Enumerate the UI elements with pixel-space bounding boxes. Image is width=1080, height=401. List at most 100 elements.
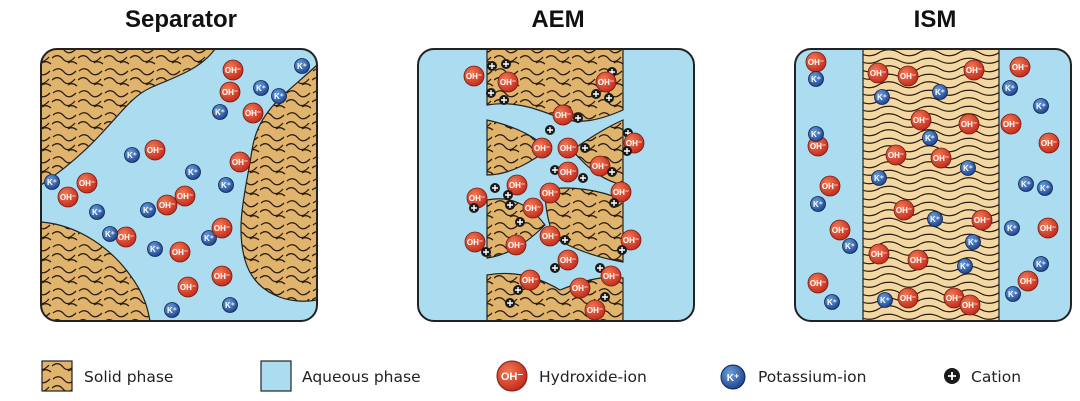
- potassium-ion-icon: K⁺: [960, 160, 976, 176]
- panel-title-separator: Separator: [124, 6, 238, 33]
- svg-text:OH⁻: OH⁻: [222, 88, 238, 97]
- cation-icon: [499, 95, 509, 105]
- cation-icon: [550, 165, 560, 175]
- potassium-ion-icon: K⁺: [164, 302, 180, 318]
- hydroxide-ion-icon: OH⁻: [222, 59, 244, 81]
- potassium-ion-icon: K⁺: [89, 204, 105, 220]
- svg-text:K⁺: K⁺: [215, 108, 225, 117]
- svg-text:OH⁻: OH⁻: [1003, 120, 1019, 129]
- svg-text:OH⁻: OH⁻: [946, 294, 962, 303]
- svg-text:K⁺: K⁺: [1005, 84, 1015, 93]
- svg-text:K⁺: K⁺: [1040, 184, 1050, 193]
- svg-text:OH⁻: OH⁻: [469, 194, 485, 203]
- hydroxide-ion-icon: OH⁻: [115, 226, 137, 248]
- cation-icon: [617, 245, 627, 255]
- cation-icon: [481, 247, 491, 257]
- svg-text:OH⁻: OH⁻: [560, 256, 576, 265]
- hydroxide-ion-icon: OH⁻: [557, 249, 579, 271]
- legend-solid-phase-icon: [41, 360, 73, 392]
- svg-text:K⁺: K⁺: [930, 215, 940, 224]
- svg-text:OH⁻: OH⁻: [500, 78, 516, 87]
- hydroxide-ion-icon: OH⁻: [963, 59, 985, 81]
- potassium-ion-icon: K⁺: [1033, 256, 1049, 272]
- svg-text:K⁺: K⁺: [47, 178, 57, 187]
- hydroxide-ion-icon: OH⁻: [807, 272, 829, 294]
- cation-icon: [580, 143, 590, 153]
- legend-hydroxide-symbol: OH⁻: [501, 371, 524, 383]
- potassium-ion-icon: K⁺: [147, 241, 163, 257]
- hydroxide-ion-icon: OH⁻: [522, 197, 544, 219]
- panel-title-ism: ISM: [913, 6, 957, 33]
- potassium-ion-icon: K⁺: [877, 292, 893, 308]
- potassium-ion-icon: K⁺: [927, 211, 943, 227]
- svg-text:OH⁻: OH⁻: [808, 58, 824, 67]
- svg-text:OH⁻: OH⁻: [810, 142, 826, 151]
- svg-text:K⁺: K⁺: [874, 174, 884, 183]
- svg-text:OH⁻: OH⁻: [180, 283, 196, 292]
- svg-text:K⁺: K⁺: [221, 181, 231, 190]
- potassium-ion-icon: K⁺: [808, 71, 824, 87]
- hydroxide-ion-icon: OH⁻: [211, 265, 233, 287]
- cation-icon: [607, 167, 617, 177]
- svg-text:OH⁻: OH⁻: [542, 232, 558, 241]
- svg-text:OH⁻: OH⁻: [871, 250, 887, 259]
- hydroxide-ion-icon: OH⁻: [620, 229, 642, 251]
- svg-text:OH⁻: OH⁻: [534, 144, 550, 153]
- svg-text:OH⁻: OH⁻: [613, 188, 629, 197]
- hydroxide-ion-icon: OH⁻: [1009, 56, 1031, 78]
- hydroxide-ion-icon: OH⁻: [174, 185, 196, 207]
- svg-text:OH⁻: OH⁻: [1012, 63, 1028, 72]
- panel-frame: [417, 48, 695, 322]
- svg-text:OH⁻: OH⁻: [214, 224, 230, 233]
- svg-text:K⁺: K⁺: [811, 130, 821, 139]
- cation-icon: [503, 190, 513, 200]
- svg-text:OH⁻: OH⁻: [60, 193, 76, 202]
- potassium-ion-icon: K⁺: [218, 177, 234, 193]
- hydroxide-ion-icon: OH⁻: [557, 161, 579, 183]
- hydroxide-ion-icon: OH⁻: [910, 109, 932, 131]
- hydroxide-ion-icon: OH⁻: [971, 209, 993, 231]
- svg-text:OH⁻: OH⁻: [572, 284, 588, 293]
- svg-text:K⁺: K⁺: [1036, 102, 1046, 111]
- separator-panel: OH⁻K⁺K⁺OH⁻K⁺OH⁻K⁺OH⁻K⁺OH⁻K⁺OH⁻OH⁻K⁺OH⁻K⁺…: [40, 48, 318, 322]
- hydroxide-ion-icon: OH⁻: [464, 231, 486, 253]
- svg-text:OH⁻: OH⁻: [555, 111, 571, 120]
- svg-text:OH⁻: OH⁻: [896, 206, 912, 215]
- potassium-ion-icon: K⁺: [44, 174, 60, 190]
- potassium-ion-icon: K⁺: [871, 170, 887, 186]
- aem-panel: OH⁻ OH⁻ OH⁻ OH⁻ OH⁻ OH⁻ OH⁻ OH⁻ OH⁻ OH⁻ OH⁻ OH⁻ OH⁻ O…: [417, 48, 695, 322]
- svg-text:OH⁻: OH⁻: [79, 179, 95, 188]
- svg-text:OH⁻: OH⁻: [466, 72, 482, 81]
- potassium-ion-icon: K⁺: [932, 84, 948, 100]
- svg-text:OH⁻: OH⁻: [522, 276, 538, 285]
- hydroxide-ion-icon: OH⁻: [177, 276, 199, 298]
- hydroxide-ion-icon: OH⁻: [958, 113, 980, 135]
- svg-text:OH⁻: OH⁻: [225, 66, 241, 75]
- svg-text:K⁺: K⁺: [204, 234, 214, 243]
- legend-potassium-symbol: K⁺: [727, 373, 740, 384]
- svg-text:OH⁻: OH⁻: [961, 120, 977, 129]
- hydroxide-ion-icon: OH⁻: [242, 102, 264, 124]
- solid-particle: [41, 221, 151, 321]
- cation-icon: [487, 61, 497, 71]
- hydroxide-ion-icon: OH⁻: [829, 219, 851, 241]
- hydroxide-ion-icon: OH⁻: [897, 65, 919, 87]
- svg-text:OH⁻: OH⁻: [525, 204, 541, 213]
- legend-label-aqueous-phase: Aqueous phase: [302, 368, 421, 386]
- legend: OH⁻ K⁺: [41, 360, 960, 392]
- hydroxide-ion-icon: OH⁻: [519, 269, 541, 291]
- svg-text:OH⁻: OH⁻: [603, 272, 619, 281]
- ism-panel: OH⁻K⁺OH⁻K⁺OH⁻K⁺OH⁻K⁺OH⁻K⁺OH⁻K⁺OH⁻K⁺OH⁻OH…: [794, 48, 1072, 322]
- svg-text:OH⁻: OH⁻: [626, 139, 642, 148]
- svg-text:K⁺: K⁺: [1036, 260, 1046, 269]
- legend-cation-icon: [944, 368, 960, 384]
- hydroxide-ion-icon: OH⁻: [595, 71, 617, 93]
- hydroxide-ion-icon: OH⁻: [893, 199, 915, 221]
- svg-text:K⁺: K⁺: [880, 296, 890, 305]
- svg-text:OH⁻: OH⁻: [810, 279, 826, 288]
- svg-text:K⁺: K⁺: [827, 298, 837, 307]
- cation-icon: [578, 173, 588, 183]
- svg-text:OH⁻: OH⁻: [962, 301, 978, 310]
- svg-text:OH⁻: OH⁻: [822, 182, 838, 191]
- svg-text:OH⁻: OH⁻: [508, 241, 524, 250]
